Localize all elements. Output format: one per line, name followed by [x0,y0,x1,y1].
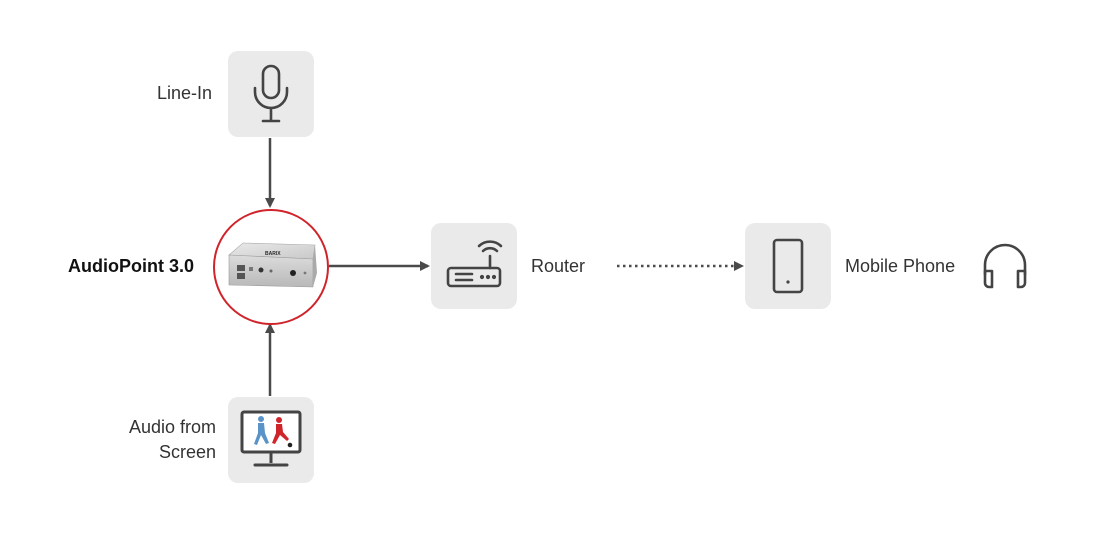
screen-label-line1: Audio from [128,417,216,437]
headphones-icon [983,243,1027,289]
line-in-tile [228,51,314,137]
mobile-phone-icon [772,238,804,294]
mobile-label: Mobile Phone [845,256,956,276]
screen-label: Audio from Screen [110,415,216,465]
mobile-tile [745,223,831,309]
router-icon [446,240,503,288]
tv-screen-football-icon [240,410,302,467]
screen-label-line2: Screen [158,442,216,462]
audiopoint-label: AudioPoint 3.0 [68,256,194,276]
router-tile [431,223,517,309]
brand-text: BARIX [265,251,281,257]
audiopoint-device: BARIX [213,209,329,325]
audiopoint-device-image: BARIX [228,242,317,288]
line-in-label: Line-In [157,83,213,103]
screen-tile [228,397,314,483]
microphone-icon [253,64,289,123]
router-label: Router [531,256,586,276]
